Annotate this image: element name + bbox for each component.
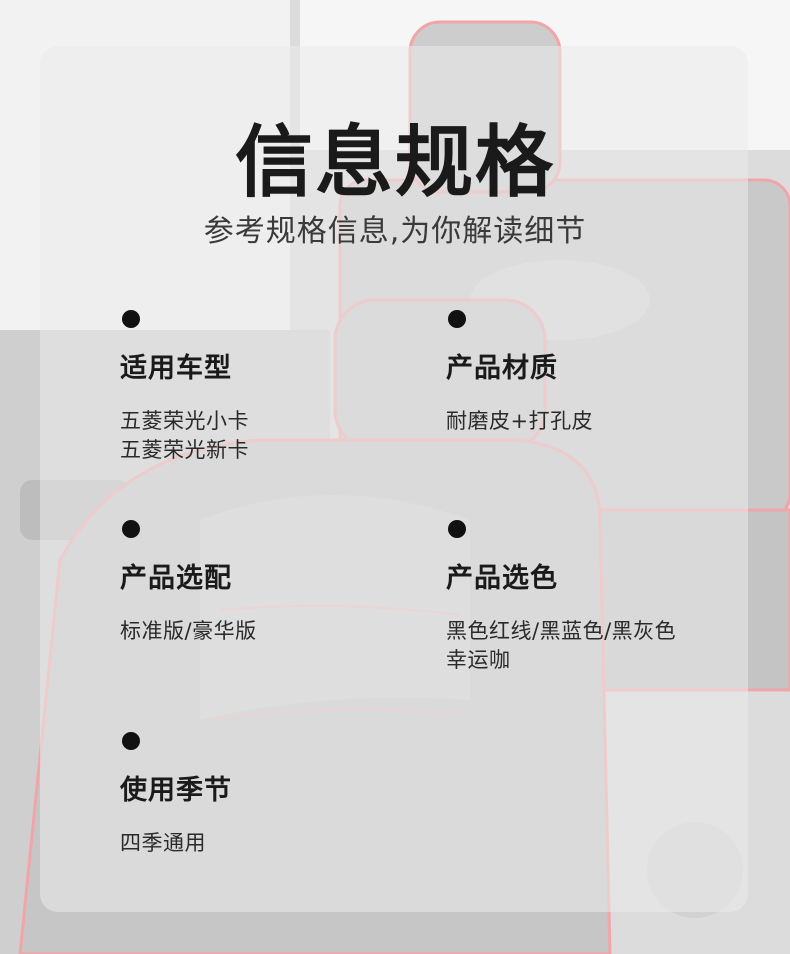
spec-label: 使用季节	[120, 775, 232, 806]
spec-label: 产品选配	[120, 563, 232, 594]
spec-value: 耐磨皮+打孔皮	[446, 409, 594, 433]
spec-value: 幸运咖	[446, 648, 511, 672]
spec-options: 产品选配 标准版/豪华版	[120, 520, 440, 646]
bullet-dot-icon	[122, 520, 140, 538]
spec-colors: 产品选色 黑色红线/黑蓝色/黑灰色 幸运咖	[446, 520, 766, 675]
spec-value: 五菱荣光新卡	[120, 438, 249, 462]
info-panel	[40, 46, 748, 912]
spec-value: 四季通用	[120, 831, 206, 855]
spec-value: 五菱荣光小卡	[120, 409, 249, 433]
spec-label: 适用车型	[120, 353, 232, 384]
page-title: 信息规格	[234, 118, 555, 208]
page-subtitle: 参考规格信息,为你解读细节	[203, 214, 587, 249]
spec-compatible-models: 适用车型 五菱荣光小卡 五菱荣光新卡	[120, 310, 440, 465]
spec-material: 产品材质 耐磨皮+打孔皮	[446, 310, 766, 436]
bullet-dot-icon	[122, 310, 140, 328]
spec-value: 标准版/豪华版	[120, 619, 257, 643]
spec-value: 黑色红线/黑蓝色/黑灰色	[446, 619, 677, 643]
spec-season: 使用季节 四季通用	[120, 732, 440, 858]
bullet-dot-icon	[448, 520, 466, 538]
spec-label: 产品材质	[446, 353, 558, 384]
spec-label: 产品选色	[446, 563, 558, 594]
bullet-dot-icon	[122, 732, 140, 750]
bullet-dot-icon	[448, 310, 466, 328]
